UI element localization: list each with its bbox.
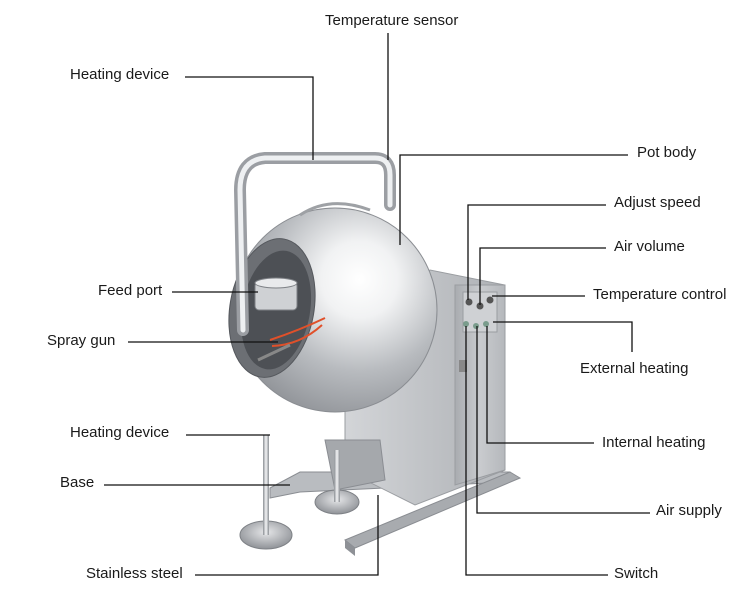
line-air-volume: [479, 247, 606, 305]
label-external-heating: External heating: [580, 360, 689, 377]
pot-body: [228, 202, 438, 413]
heating-frame: [233, 152, 396, 336]
line-pot-body: [399, 154, 628, 245]
label-temperature-control: Temperature control: [593, 286, 727, 303]
line-heating-device-top: [185, 76, 314, 160]
label-feed-port: Feed port: [98, 282, 163, 299]
label-pot-body: Pot body: [637, 144, 697, 161]
label-air-supply: Air supply: [656, 502, 722, 519]
line-air-supply: [476, 326, 650, 514]
label-heating-device-top: Heating device: [70, 66, 170, 83]
label-heating-device-bottom: Heating device: [70, 424, 170, 441]
label-base: Base: [60, 474, 95, 491]
leader-lines: [104, 33, 650, 576]
line-adjust-speed: [467, 204, 606, 300]
label-adjust-speed: Adjust speed: [614, 194, 701, 211]
line-switch: [465, 326, 608, 576]
line-stainless-steel: [195, 495, 379, 576]
line-external-heating: [493, 321, 633, 352]
label-stainless-steel: Stainless steel: [86, 565, 183, 582]
label-switch: Switch: [614, 565, 659, 582]
label-temperature-sensor: Temperature sensor: [325, 12, 459, 29]
line-internal-heating: [486, 326, 594, 444]
feed-port: [254, 277, 298, 311]
label-internal-heating: Internal heating: [602, 434, 706, 451]
label-air-volume: Air volume: [614, 238, 685, 255]
label-spray-gun: Spray gun: [47, 332, 116, 349]
spray-gun: [257, 317, 326, 362]
